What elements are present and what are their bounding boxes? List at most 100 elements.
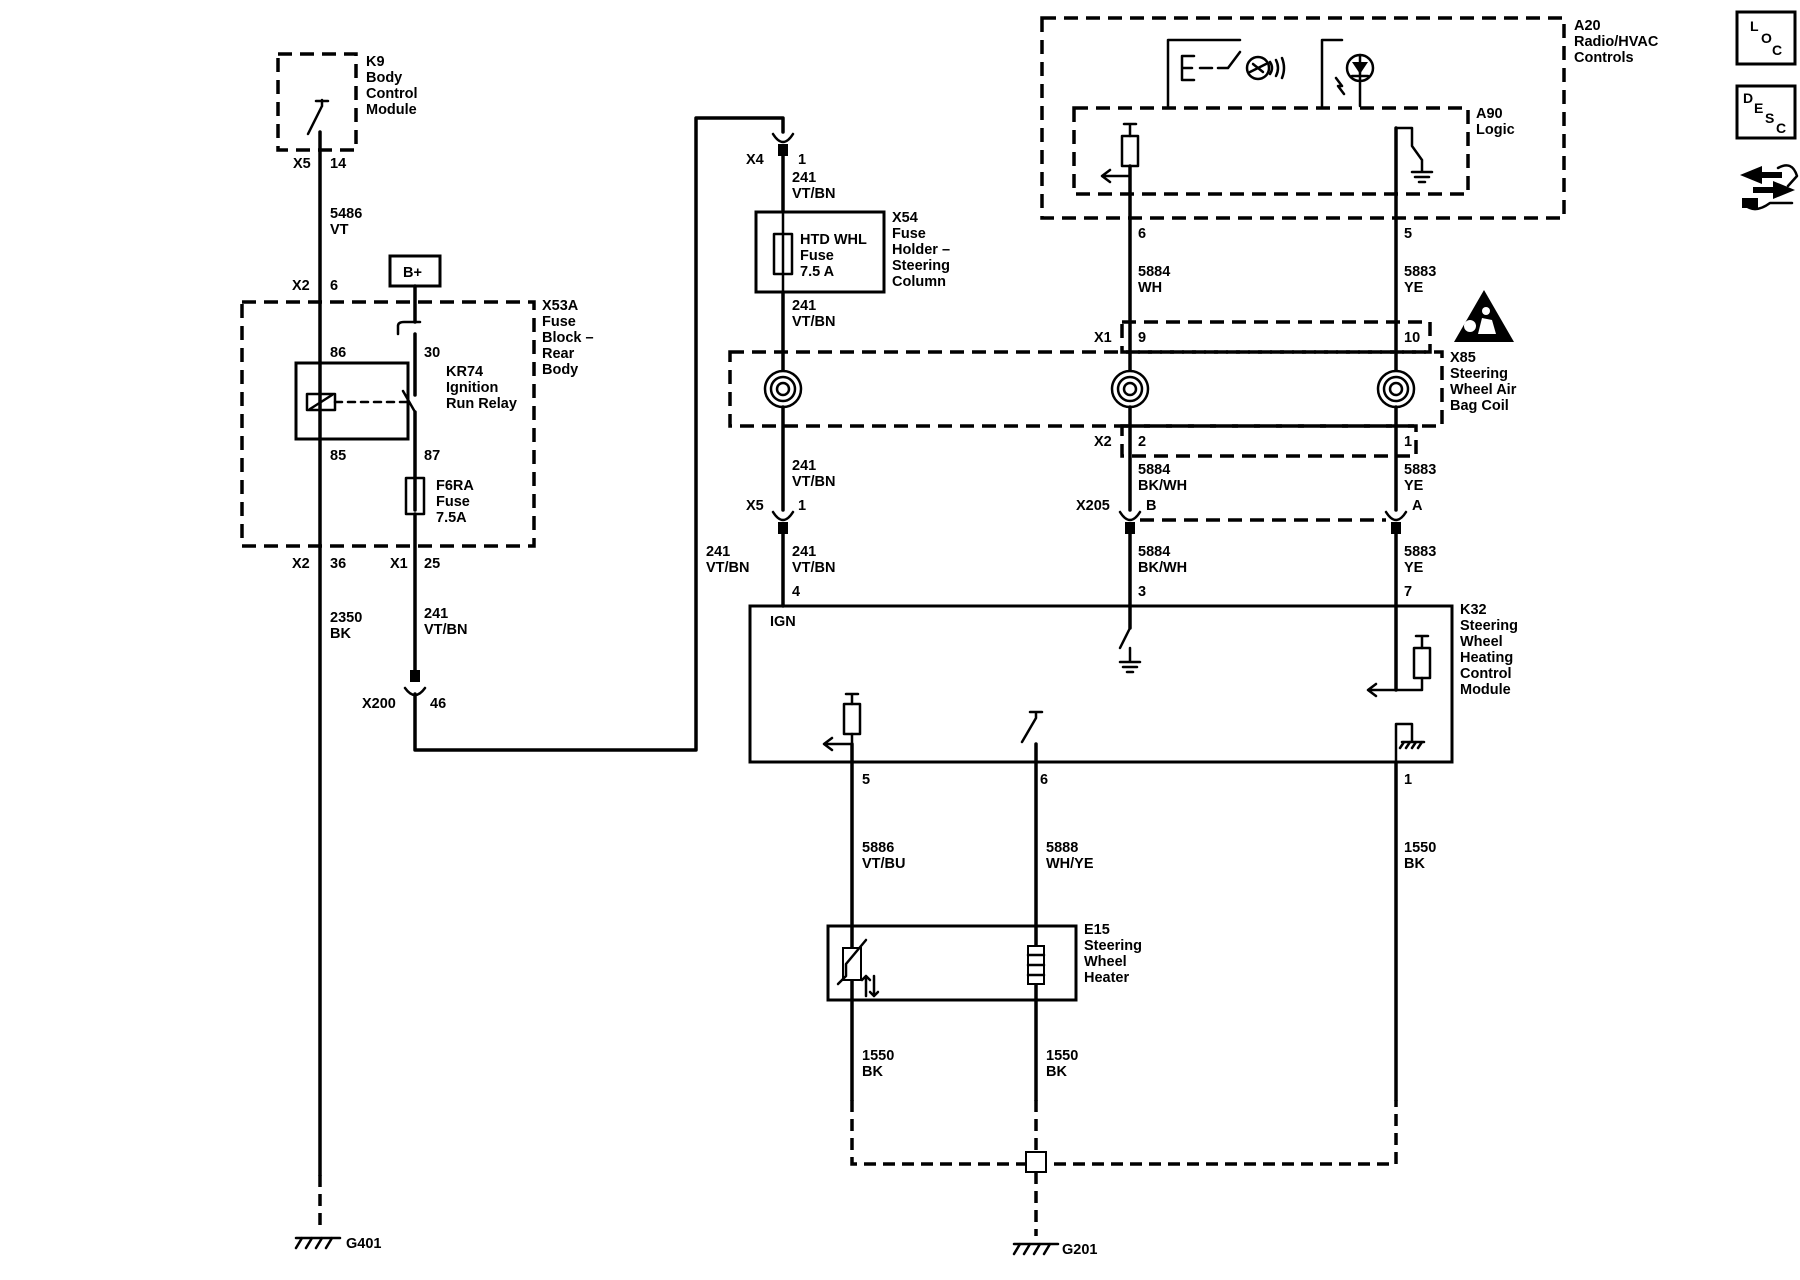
- e15-name: E15: [1084, 922, 1110, 938]
- k32-pin-4: 4: [792, 584, 800, 600]
- x205-name: X205: [1076, 498, 1110, 514]
- x4-connector: [771, 132, 795, 156]
- location-button[interactable]: L O C: [1735, 10, 1797, 66]
- x5-connector: [771, 510, 795, 534]
- k32-label-5: Module: [1460, 682, 1511, 698]
- wire-5884-number-c: 5884: [1138, 544, 1170, 560]
- x85-x1-connector-outline: [1120, 320, 1432, 354]
- indicator-lamp-icon: [1320, 38, 1375, 108]
- x85-x2: X2: [1094, 434, 1112, 450]
- k32-switch-symbol: [1020, 710, 1044, 744]
- connector-tool-icon[interactable]: [1740, 164, 1799, 211]
- wire-5883-color-b: YE: [1404, 478, 1424, 494]
- x4-name: X4: [746, 152, 764, 168]
- wire-5486-number: 5486: [330, 206, 362, 222]
- x205-connector-a: [1384, 510, 1408, 534]
- x53a-pin-6: 6: [330, 278, 338, 294]
- wire-5883-color-c: YE: [1404, 560, 1424, 576]
- x4-pin: 1: [798, 152, 806, 168]
- desc-letter-d: D: [1743, 90, 1753, 106]
- wire-5486-color: VT: [330, 222, 349, 238]
- kr74-pin-86: 86: [330, 345, 346, 361]
- desc-letter-s: S: [1765, 110, 1774, 126]
- g201-label: G201: [1062, 1242, 1097, 1258]
- k32-ign-label: IGN: [770, 614, 796, 630]
- x85-pin-9: 9: [1138, 330, 1146, 346]
- k32-label-2: Wheel: [1460, 634, 1503, 650]
- x53a-name: X53A: [542, 298, 579, 314]
- k32-pin-6: 6: [1040, 772, 1048, 788]
- wire-1550-number-a: 1550: [1404, 840, 1436, 856]
- x200-name: X200: [362, 696, 396, 712]
- x85-label-1: Steering: [1450, 366, 1508, 382]
- x85-pin-1: 1: [1404, 434, 1412, 450]
- k9-pin: 14: [330, 156, 346, 172]
- a20-label-2: Controls: [1574, 50, 1634, 66]
- htd-whl-fuse-label-1: HTD WHL: [800, 232, 867, 248]
- wire-241-number-d: 241: [792, 298, 816, 314]
- kr74-pin-87: 87: [424, 448, 440, 464]
- x85-pin-2: 2: [1138, 434, 1146, 450]
- wire-2350-color: BK: [330, 626, 351, 642]
- wire-5884-number-b: 5884: [1138, 462, 1170, 478]
- x85-pin-10: 10: [1404, 330, 1420, 346]
- wire-241-loop: [413, 116, 785, 752]
- kr74-pin-85: 85: [330, 448, 346, 464]
- wire-5884-color-a: WH: [1138, 280, 1162, 296]
- loc-letter-l: L: [1750, 18, 1759, 34]
- wire-241-color-f: VT/BN: [792, 560, 836, 576]
- wire-5884-color-b: BK/WH: [1138, 478, 1187, 494]
- k32-output-resistor-symbol: [822, 692, 862, 752]
- wire-5884-number-a: 5884: [1138, 264, 1170, 280]
- a90-ground-switch-symbol: [1394, 126, 1434, 184]
- heated-steering-wheel-switch-icon: [1166, 38, 1286, 108]
- loc-letter-c: C: [1772, 42, 1782, 58]
- f6ra-label-2: 7.5A: [436, 510, 467, 526]
- k32-ground-switch-symbol: [1118, 604, 1142, 674]
- wire-241-number-b: 241: [706, 544, 730, 560]
- k32-chassis-ground-symbol: [1394, 722, 1426, 764]
- wire-241-color-b: VT/BN: [706, 560, 750, 576]
- ground-splice-dashed: [850, 1100, 1398, 1166]
- wire-241-number-c: 241: [792, 170, 816, 186]
- x85-name: X85: [1450, 350, 1476, 366]
- k32-label-3: Heating: [1460, 650, 1513, 666]
- wire-5886-color: VT/BU: [862, 856, 906, 872]
- k9-name: K9: [366, 54, 385, 70]
- wire-241-number-f: 241: [792, 544, 816, 560]
- kr74-pin-30: 30: [424, 345, 440, 361]
- g401-ground-icon: [294, 1236, 342, 1250]
- airbag-warning-icon: [1454, 290, 1514, 342]
- x53a-label-1: Fuse: [542, 314, 576, 330]
- desc-letter-c: C: [1776, 120, 1786, 136]
- x85-label-2: Wheel Air: [1450, 382, 1517, 398]
- x5-name: X5: [746, 498, 764, 514]
- k32-pullup-resistor-symbol: [1366, 604, 1432, 698]
- wire-241-number-a: 241: [424, 606, 448, 622]
- relay-coil-symbol: [305, 392, 410, 412]
- wire-5883-number-b: 5883: [1404, 462, 1436, 478]
- x54-label-3: Steering: [892, 258, 950, 274]
- k9-label-3: Module: [366, 102, 417, 118]
- loc-letter-o: O: [1761, 30, 1772, 46]
- a20-name: A20: [1574, 18, 1601, 34]
- x53a-x2-bottom: X2: [292, 556, 310, 572]
- k9-connector: X5: [293, 156, 311, 172]
- x54-label-1: Fuse: [892, 226, 926, 242]
- x85-label-3: Bag Coil: [1450, 398, 1509, 414]
- wire-241-number-e: 241: [792, 458, 816, 474]
- wire-241-color-e: VT/BN: [792, 474, 836, 490]
- heating-element-symbol: [1026, 945, 1046, 985]
- x54-label-2: Holder –: [892, 242, 950, 258]
- description-button[interactable]: D E S C: [1735, 84, 1797, 140]
- relay-switch-symbol: [401, 332, 417, 512]
- k32-module-box: [748, 604, 1454, 764]
- x54-fuse-holder-box: [754, 210, 886, 294]
- wire-241-color-a: VT/BN: [424, 622, 468, 638]
- k32-pin-7: 7: [1404, 584, 1412, 600]
- k32-pin-3: 3: [1138, 584, 1146, 600]
- wire-2350-number: 2350: [330, 610, 362, 626]
- k9-label-1: Body: [366, 70, 402, 86]
- g401-label: G401: [346, 1236, 381, 1252]
- kr74-name: KR74: [446, 364, 483, 380]
